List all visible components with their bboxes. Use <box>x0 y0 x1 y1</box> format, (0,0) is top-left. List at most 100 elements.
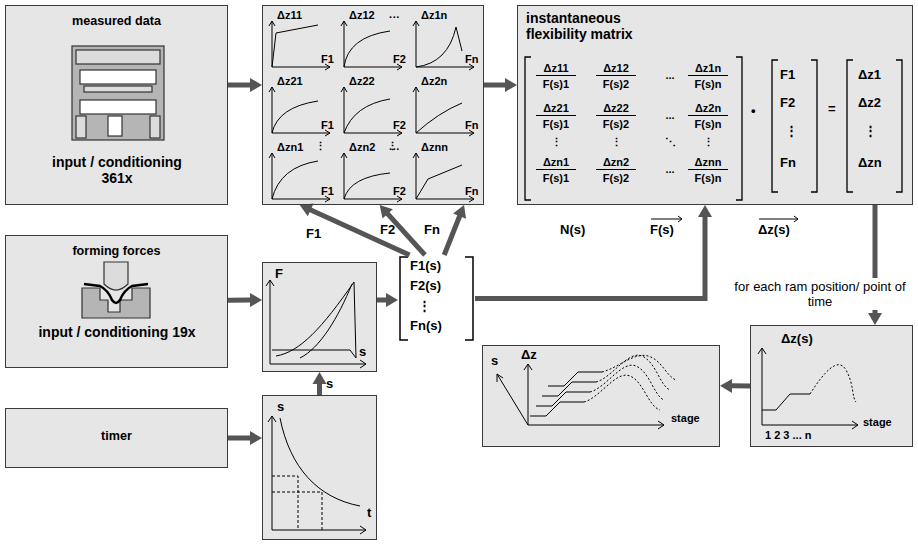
node-text: F <box>275 267 283 282</box>
node-text: ⋮ <box>536 136 576 149</box>
node-text: stage <box>863 416 892 429</box>
flow-arrow <box>228 431 262 445</box>
node-text: ⋱ <box>658 136 682 149</box>
node-text: F2 <box>393 119 406 132</box>
arrow-head <box>698 205 712 217</box>
node-text: F(s)1 <box>536 78 576 91</box>
node-text: F2 <box>393 53 406 66</box>
node-text: ⋮ <box>688 136 728 149</box>
node-text: F2 <box>780 96 795 111</box>
flow-arrow <box>484 78 517 92</box>
node-text: Δzn <box>858 156 882 171</box>
node-text: Δz <box>521 348 537 363</box>
arrow-line <box>228 83 251 88</box>
node-text: Δz1 <box>858 68 881 83</box>
node-text: Δz21 <box>536 102 576 116</box>
node-text: ⋮ <box>596 136 636 149</box>
arrow-line <box>310 210 410 255</box>
node-text: F1 <box>321 53 334 66</box>
node-text: F(s)2 <box>596 78 636 91</box>
arrow-head <box>250 78 262 92</box>
vector-label: Δz(s) <box>758 222 790 237</box>
node-text: Δz1n <box>688 62 728 76</box>
node-text: F1 <box>780 68 795 83</box>
node-text: ... <box>658 163 682 176</box>
node-text: Δz(s) <box>781 332 813 347</box>
edge-label: Fn <box>424 222 440 237</box>
node-text: F2(s) <box>410 279 441 294</box>
node-text: forming forces <box>6 244 227 258</box>
mini-graph <box>341 21 402 70</box>
node-text: F(s)n <box>688 118 728 131</box>
stroke-graph-box: st <box>262 395 377 540</box>
flow-arrow <box>377 293 398 307</box>
graph-matrix-box: Δz11F1Δz12F2···Δz1nFnΔz21F1Δz22F2Δz2nFn⋮… <box>262 5 484 205</box>
arrow-head <box>720 379 732 393</box>
arrow-line <box>317 383 322 395</box>
flow-arrow <box>313 372 327 395</box>
arrow-head <box>868 313 882 325</box>
vector-label: N(s) <box>560 222 585 237</box>
node-text: Δz2n <box>688 102 728 116</box>
node-text: s <box>359 345 366 360</box>
matrix-box: instantaneous flexibility matrixΔz11F(s)… <box>517 5 913 205</box>
flow-arrow <box>228 78 262 92</box>
node-text: Δz12 <box>349 9 375 22</box>
arrow-head <box>250 293 262 307</box>
node-text: F(s)1 <box>536 172 576 185</box>
node-text: instantaneous flexibility matrix <box>526 10 676 42</box>
node-text: ⋮ <box>785 124 798 139</box>
arrow-line <box>731 383 750 388</box>
mini-graph <box>269 87 330 136</box>
node-text: Δzn1 <box>536 156 576 170</box>
mini-graph <box>341 87 402 136</box>
vector-label: F(s) <box>650 222 674 237</box>
node-text: Δzn2 <box>596 156 636 170</box>
arrow-line <box>484 83 506 88</box>
node-text: ⋮ <box>315 140 326 153</box>
node-text: ⋮ <box>864 124 877 139</box>
node-text: t <box>367 506 371 521</box>
mini-graph <box>269 21 330 70</box>
node-text: Δznn <box>421 141 448 154</box>
arrow-head <box>313 372 327 384</box>
flow-arrow <box>300 204 410 255</box>
node-text: = <box>828 102 836 117</box>
node-text: Δz22 <box>349 75 375 88</box>
arrow-line <box>444 215 460 255</box>
edge-label: F2 <box>380 222 395 237</box>
node-text: input / conditioning 361x <box>37 154 197 186</box>
node-text: F1 <box>321 185 334 198</box>
node-text: ··· <box>389 143 400 156</box>
node-text: F1(s) <box>410 259 441 274</box>
arrow-line <box>377 297 387 302</box>
flow-arrow <box>228 293 262 307</box>
node-text: ⋮ <box>418 299 431 314</box>
node-text: F(s)2 <box>596 172 636 185</box>
node-text: Fn <box>465 119 478 132</box>
surface-graph-box: sΔzstage <box>482 345 720 447</box>
node-text: Δz2n <box>421 75 447 88</box>
node-text: • <box>751 104 756 119</box>
node-text: Δznn <box>688 156 728 170</box>
node-text: Fn <box>465 185 478 198</box>
mini-graph <box>413 153 474 202</box>
stage-graph-box: Δz(s)1 2 3 ... nstage <box>750 325 913 447</box>
node-text: F(s)n <box>688 78 728 91</box>
node-text: Fn(s) <box>410 319 442 334</box>
node-text: Δzn1 <box>277 141 303 154</box>
node-text: Δz21 <box>277 75 303 88</box>
mini-graph <box>341 153 402 202</box>
arrow-line <box>228 436 251 441</box>
flow-arrow <box>380 205 425 255</box>
edge-label: for each ram position/ point of time <box>722 278 918 310</box>
flow-arrow <box>720 379 750 393</box>
node-text: ... <box>658 109 682 122</box>
node-text: Δz11 <box>536 62 576 76</box>
force-vector: F1(s) F2(s) ⋮ Fn(s) <box>398 255 475 342</box>
flow-arrow <box>475 205 712 299</box>
mini-graph <box>413 87 474 136</box>
node-text: F2 <box>393 185 406 198</box>
mini-graph <box>413 21 474 70</box>
node-text: timer <box>6 429 227 443</box>
